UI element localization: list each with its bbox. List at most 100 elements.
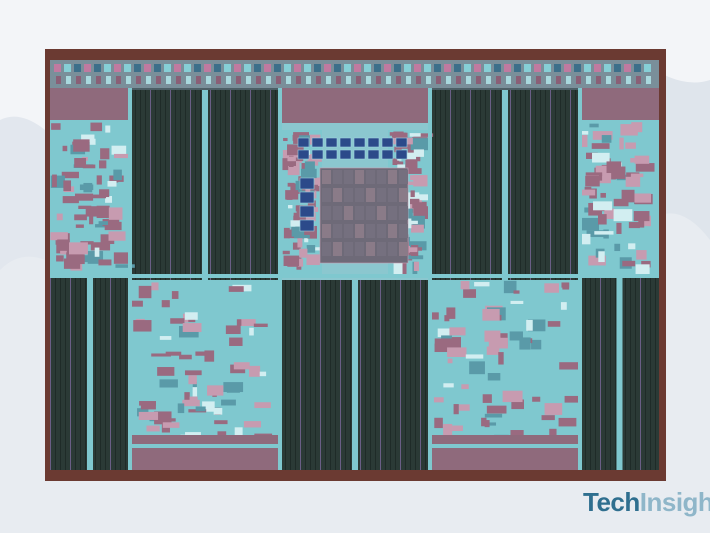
standard-cell — [434, 417, 443, 429]
io-cell — [84, 64, 91, 72]
standard-cell — [413, 261, 420, 272]
io-cell — [86, 76, 91, 84]
bitline — [635, 275, 636, 470]
standard-cell — [510, 430, 524, 436]
cache-bank — [366, 206, 375, 220]
standard-cell — [99, 189, 110, 198]
blue-tile — [339, 137, 352, 148]
cache-bank — [388, 170, 397, 184]
standard-cell — [304, 161, 315, 173]
bitline — [275, 90, 276, 280]
standard-cell — [50, 232, 68, 241]
standard-cell — [604, 208, 616, 219]
bitline — [585, 275, 586, 470]
bitline — [570, 90, 571, 280]
standard-cell — [613, 198, 629, 207]
standard-cell — [202, 401, 215, 412]
bitline — [495, 90, 496, 280]
standard-cell — [485, 422, 497, 426]
standard-cell — [115, 264, 135, 268]
standard-cell — [484, 420, 490, 428]
cache-bank — [388, 224, 397, 238]
io-cell — [314, 64, 321, 72]
standard-cell — [170, 318, 185, 324]
bitline — [515, 90, 516, 280]
cache-bank — [344, 206, 353, 220]
blue-tile — [339, 149, 352, 160]
bitline — [405, 275, 406, 470]
cache-bank — [355, 206, 364, 220]
cache-bank — [322, 170, 331, 184]
standard-cell — [73, 139, 90, 152]
io-cell — [206, 76, 211, 84]
io-cell — [204, 64, 211, 72]
standard-cell — [625, 142, 636, 149]
io-cell — [484, 64, 491, 72]
standard-cell — [547, 321, 561, 327]
standard-cell — [463, 289, 477, 298]
standard-cell — [130, 300, 143, 307]
bank-footer — [430, 435, 580, 470]
standard-cell — [133, 320, 152, 332]
io-cell — [186, 76, 191, 84]
standard-cell — [188, 375, 197, 385]
standard-cell — [249, 327, 254, 336]
io-cell — [154, 64, 161, 72]
io-cell — [246, 76, 251, 84]
standard-cell — [503, 280, 517, 294]
standard-cell — [75, 224, 84, 228]
standard-cell — [635, 163, 655, 172]
die-layout — [50, 60, 659, 470]
vertical-bus — [128, 88, 132, 470]
io-cell — [426, 76, 431, 84]
bank-header — [50, 88, 130, 120]
io-cell — [526, 76, 531, 84]
io-cell — [286, 76, 291, 84]
standard-cell — [526, 319, 533, 331]
standard-cell — [306, 254, 320, 266]
standard-cell — [585, 175, 600, 187]
standard-cell — [138, 411, 159, 420]
standard-cell — [413, 133, 434, 137]
bitline — [325, 275, 326, 470]
cache-bank — [399, 224, 408, 238]
cache-bank — [399, 242, 408, 256]
bitline — [230, 90, 231, 280]
standard-cell — [236, 319, 242, 326]
vertical-bus — [428, 88, 432, 470]
bitline — [650, 275, 651, 470]
standard-cell — [234, 427, 243, 438]
io-cell — [254, 64, 261, 72]
io-cell — [284, 64, 291, 72]
io-cell — [464, 64, 471, 72]
standard-cell — [249, 365, 261, 377]
standard-cell — [300, 134, 321, 145]
cache-bank — [366, 188, 375, 202]
standard-cell — [486, 405, 507, 414]
bitline — [220, 90, 221, 280]
bitline — [540, 90, 541, 280]
standard-cell — [635, 264, 650, 277]
standard-cell — [226, 387, 240, 393]
bitline — [125, 275, 126, 470]
io-cell — [54, 64, 61, 72]
bitline — [555, 90, 556, 280]
standard-cell — [287, 261, 299, 267]
bitline — [595, 275, 596, 470]
standard-cell — [96, 205, 110, 219]
bitline — [610, 275, 611, 470]
standard-cell — [605, 172, 618, 179]
array-spine — [202, 90, 208, 280]
standard-cell — [408, 247, 418, 253]
io-cell — [376, 76, 381, 84]
bitline — [480, 90, 481, 280]
cache-bank — [366, 242, 375, 256]
array-spine — [352, 275, 358, 470]
cache-bank — [377, 224, 386, 238]
io-cell — [134, 64, 141, 72]
standard-cell — [393, 132, 407, 138]
standard-cell — [290, 220, 308, 227]
standard-cell — [628, 243, 636, 250]
io-cell — [64, 64, 71, 72]
bitline — [440, 90, 441, 280]
